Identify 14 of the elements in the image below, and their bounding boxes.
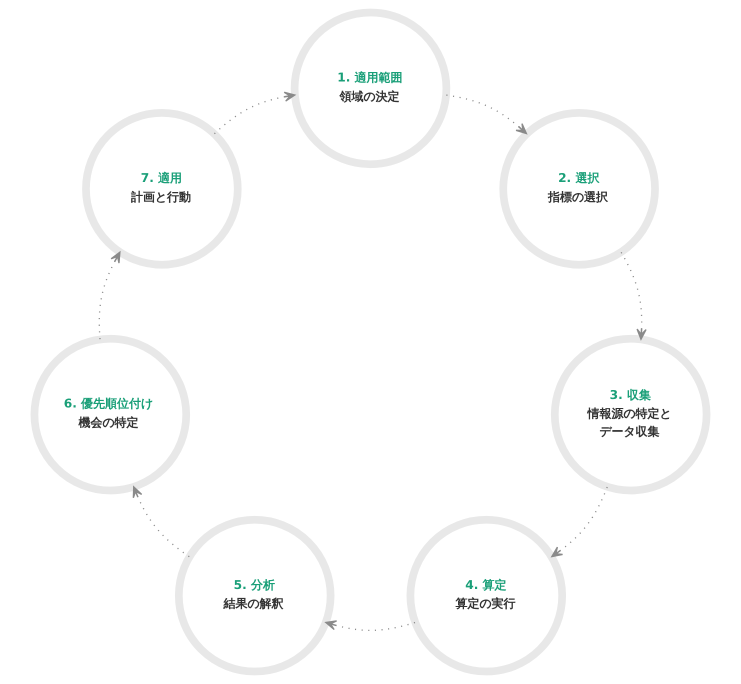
arrow (325, 620, 416, 632)
node-circle: 1. 適用範囲 領域の決定 (290, 8, 450, 168)
node-circle: 7. 適用 計画と行動 (82, 109, 242, 269)
arrow (132, 486, 190, 558)
arrow (551, 486, 608, 558)
node-circle: 6. 優先順位付け 機会の特定 (30, 334, 190, 494)
arrow (98, 252, 121, 340)
node-circle: 2. 選択 指標の選択 (499, 109, 659, 269)
arrow (446, 94, 528, 134)
node-circle: 4. 算定 算定の実行 (406, 516, 566, 676)
arrow (620, 252, 647, 340)
node-circle: 3. 収集 情報源の特定とデータ収集 (550, 334, 710, 494)
arrow (214, 92, 296, 134)
node-circle: 5. 分析 結果の解釈 (174, 516, 334, 676)
